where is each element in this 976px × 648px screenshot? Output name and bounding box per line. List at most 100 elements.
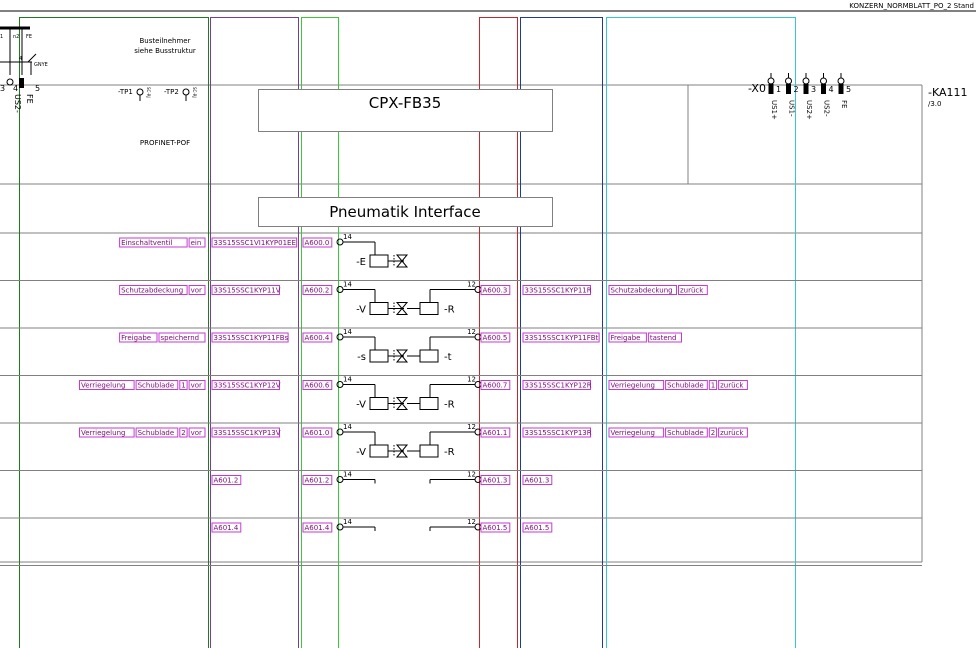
row-address-2-text: A601.3: [483, 477, 508, 485]
row-description-2: Schutzabdeckung: [608, 285, 677, 295]
row-address-box: [302, 475, 333, 485]
wire-label-gnye: GNYE: [34, 62, 48, 68]
row-address-2: A601.1: [480, 427, 511, 438]
row-description-2-text: 2: [711, 429, 715, 437]
row-tag-2-box: [522, 475, 553, 485]
row-address-2-text: A601.5: [483, 524, 508, 532]
row-tag-box: [211, 522, 242, 533]
row-description-text: Schublade: [138, 429, 175, 437]
x0-pin-contact: [802, 77, 810, 85]
module-reference-page: /3.0: [928, 100, 942, 108]
bus-supply-connector: 1 n2 FE 4 GNYE 3 4 5 US2- FE: [0, 26, 48, 113]
row-description-2-box: [718, 427, 748, 438]
row-tag-box: [211, 380, 280, 390]
row-address-text: A601.4: [305, 524, 330, 532]
row-description-2-text: Verriegelung: [611, 429, 655, 437]
row-tag-2-box: [522, 285, 591, 295]
terminal-14: 14: [343, 518, 352, 526]
row-description-2: 2: [708, 427, 718, 438]
x0-pin-signal: FE: [840, 100, 848, 108]
row-description-2-text: tastend: [650, 334, 677, 342]
row-tag-box: [211, 332, 289, 343]
x0-pin-block: [821, 84, 826, 94]
row-tag: 33S15SSC1VI1KYP01EE: [211, 237, 298, 248]
x0-pin-contact: [785, 77, 792, 85]
pneumatic-interface-box: [258, 197, 553, 227]
x0-pin-block: [768, 84, 774, 94]
row-description-text: Verriegelung: [81, 429, 125, 437]
row-description: Schublade: [135, 427, 179, 438]
row-tag-2: 33S15SSC1KYP13R: [522, 427, 592, 438]
row-description: vor: [188, 285, 206, 295]
bus-participant-line2: siehe Busstruktur: [134, 47, 196, 55]
row-description-box: [135, 380, 179, 390]
terminal-12: 12: [467, 518, 476, 526]
valve-symbol: [395, 444, 409, 458]
port-tp2-label: -TP2: [164, 88, 179, 96]
row-description-box: [119, 237, 188, 248]
coil-12-name: -R: [444, 305, 455, 316]
module-name-box: [258, 89, 553, 132]
row-description-box: [79, 427, 135, 438]
coil-12: [419, 444, 439, 458]
pin-3: 3: [0, 84, 5, 93]
wire-label-fe: FE: [26, 34, 32, 40]
row-address-box: [302, 237, 333, 248]
terminal-14: 14: [343, 376, 352, 384]
row-description-text: Schutzabdeckung: [121, 287, 183, 295]
header-title: KONZERN_NORMBLATT_PO_2 Stand: [849, 2, 974, 10]
row-description-text: speichernd: [161, 334, 200, 342]
row-description-2-box: [608, 332, 647, 343]
row-address-2-text: A600.7: [483, 382, 508, 390]
row-description-2-box: [647, 332, 683, 343]
x0-pin-signal: US1+: [770, 100, 778, 120]
row-description-box: [188, 237, 206, 248]
bus-protocol: PROFINET-POF: [140, 139, 190, 147]
row-description: Schublade: [135, 380, 179, 390]
terminal-12: 12: [467, 471, 476, 479]
row-description-text: vor: [191, 287, 202, 295]
row-description-2: zurück: [718, 427, 748, 438]
row-description-box: [179, 380, 188, 390]
coil-12: [419, 302, 439, 315]
row-tag-text: 33S15SSC1KYP11V: [214, 287, 281, 295]
row-tag-text: 33S15SSC1KYP12V: [214, 382, 281, 390]
row-description-box: [188, 380, 206, 390]
pin-5: 5: [35, 84, 40, 93]
coil-14: [369, 444, 389, 458]
row-description: vor: [188, 380, 206, 390]
valve-symbol: [395, 397, 409, 410]
row-description-2-text: zurück: [720, 382, 744, 390]
row-address-2: A601.3: [480, 475, 511, 485]
row-description-2-box: [608, 427, 665, 438]
coil-12-name: -R: [444, 447, 455, 458]
row-address-2-box: [480, 522, 511, 533]
row-description: speichernd: [158, 332, 206, 343]
row-description-2-text: Verriegelung: [611, 382, 655, 390]
row-address-2-text: A600.5: [483, 334, 508, 342]
pin-us2: US2-: [13, 94, 22, 113]
row-address-2-box: [480, 427, 511, 438]
row-tag-text: 33S15SSC1KYP11FBs: [214, 334, 289, 342]
pin-4: 4: [13, 84, 18, 93]
terminal-12: 12: [467, 423, 476, 431]
row-address-text: A601.0: [305, 429, 330, 437]
row-description-box: [158, 332, 206, 343]
row-description-box: [188, 427, 206, 438]
coil-14: [369, 254, 389, 268]
row-description-text: Schublade: [138, 382, 175, 390]
coil-14: [369, 349, 389, 363]
x0-pin-number: 1: [776, 85, 781, 94]
row-description-2-box: [665, 427, 708, 438]
terminal-12: 12: [467, 328, 476, 336]
row-description-text: 2: [181, 429, 185, 437]
row-description: Verriegelung: [79, 380, 135, 390]
pin-fe: FE: [25, 94, 34, 104]
row-tag: 33S15SSC1KYP12V: [211, 380, 281, 390]
row-description-2-box: [708, 427, 718, 438]
row-tag-2: A601.3: [522, 475, 553, 485]
